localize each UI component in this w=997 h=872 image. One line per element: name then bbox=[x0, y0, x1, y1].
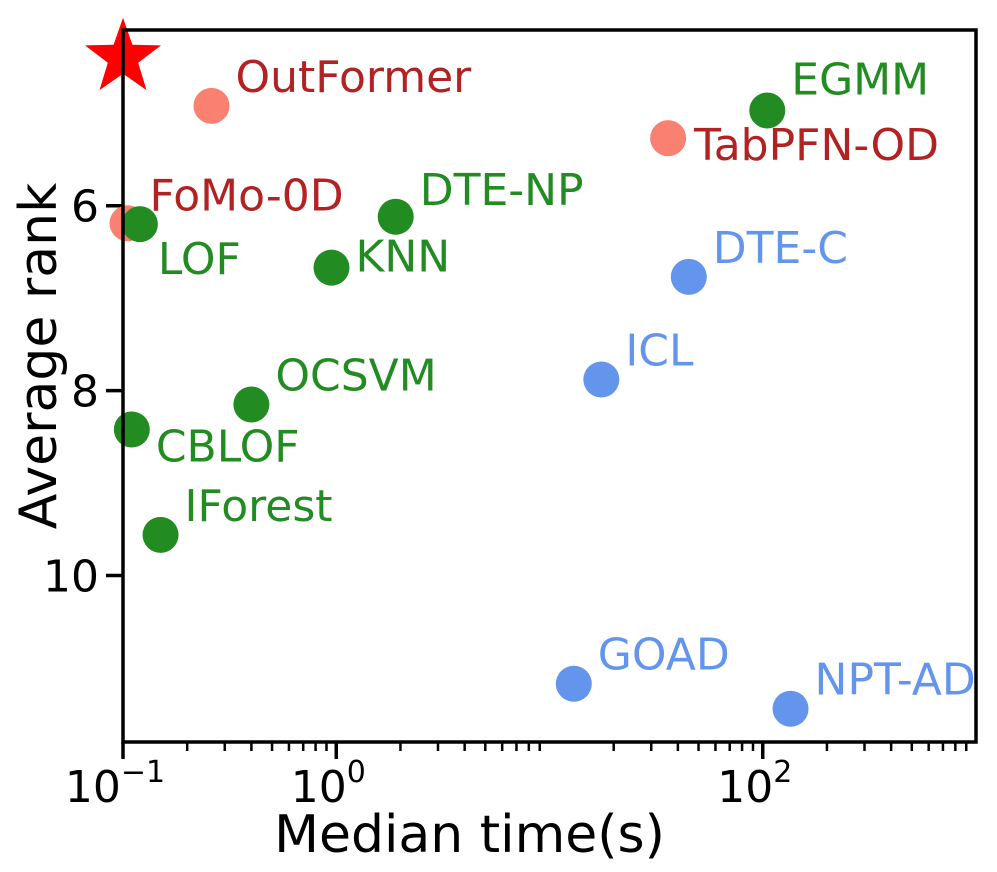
data-point-lof bbox=[121, 206, 158, 243]
y-tick-label: 8 bbox=[71, 367, 99, 418]
data-point-tabpfn-od bbox=[650, 120, 687, 157]
data-point-knn bbox=[313, 249, 350, 286]
point-label-icl: ICL bbox=[625, 326, 694, 377]
data-point-npt-ad bbox=[772, 690, 809, 727]
point-label-lof: LOF bbox=[158, 234, 241, 285]
data-point-ocsvm bbox=[233, 386, 270, 423]
data-point-icl bbox=[583, 361, 620, 398]
point-label-outformer: OutFormer bbox=[235, 52, 472, 103]
y-axis-title: Average rank bbox=[9, 183, 69, 529]
point-label-npt-ad: NPT-AD bbox=[815, 655, 976, 706]
data-point-egmm bbox=[749, 92, 786, 129]
point-label-egmm: EGMM bbox=[791, 54, 929, 105]
data-point-goad bbox=[555, 665, 592, 702]
y-tick-label: 10 bbox=[43, 552, 99, 603]
point-label-goad: GOAD bbox=[598, 630, 730, 681]
data-point-iforest bbox=[142, 516, 179, 553]
x-tick-label: 102 bbox=[717, 755, 792, 813]
point-label-ocsvm: OCSVM bbox=[275, 350, 436, 401]
point-label-knn: KNN bbox=[355, 232, 450, 283]
plot-frame bbox=[121, 28, 978, 744]
point-label-cblof: CBLOF bbox=[156, 421, 300, 472]
point-label-dte-np: DTE-NP bbox=[420, 165, 584, 216]
data-point-dte-c bbox=[670, 258, 707, 295]
x-tick-label: 10−1 bbox=[65, 755, 165, 813]
y-tick-label: 6 bbox=[71, 182, 99, 233]
data-point-cblof bbox=[113, 411, 150, 448]
point-label-iforest: IForest bbox=[185, 481, 333, 532]
axis-major-ticks bbox=[106, 203, 765, 759]
data-point-outformer bbox=[193, 87, 230, 124]
point-label-dte-c: DTE-C bbox=[713, 223, 848, 274]
axis-tick-labels: 10−1 100 102 6 8 10 bbox=[43, 182, 792, 813]
x-axis-title: Median time(s) bbox=[274, 805, 665, 865]
x-tick-label: 100 bbox=[291, 755, 366, 813]
point-label-fomo-0d: FoMo-0D bbox=[150, 170, 344, 221]
point-label-tabpfn-od: TabPFN-OD bbox=[693, 120, 939, 171]
data-point-dte-np bbox=[377, 198, 414, 235]
data-points bbox=[85, 17, 809, 727]
